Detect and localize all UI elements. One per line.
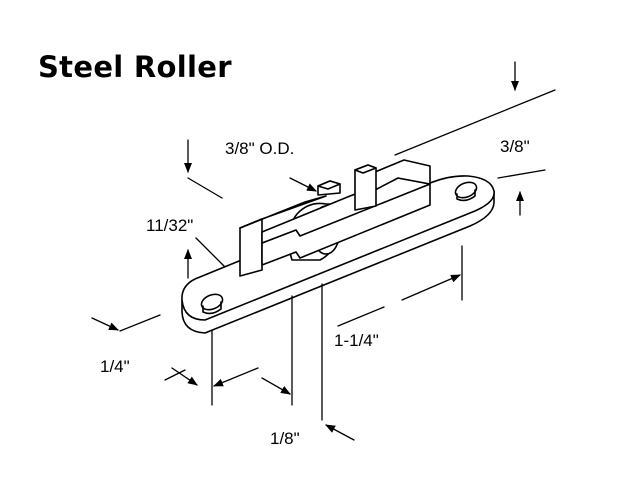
label-width-right: 3/8" bbox=[500, 137, 530, 156]
label-offset: 1/8" bbox=[270, 429, 300, 448]
base-plate bbox=[181, 175, 495, 321]
left-mounting-hole bbox=[200, 293, 224, 315]
front-lug bbox=[317, 180, 341, 196]
label-roller-od: 3/8" O.D. bbox=[225, 139, 294, 158]
page-title: Steel Roller bbox=[38, 50, 232, 84]
dimension-lines bbox=[91, 61, 556, 441]
housing-left-wall bbox=[239, 218, 263, 277]
label-length: 1-1/4" bbox=[334, 331, 379, 350]
right-mounting-hole bbox=[454, 181, 478, 202]
label-height: 11/32" bbox=[146, 216, 193, 235]
roller-assembly bbox=[181, 159, 495, 334]
retaining-tab bbox=[354, 164, 377, 211]
housing-left-top bbox=[239, 195, 327, 229]
label-width-left: 1/4" bbox=[100, 357, 130, 376]
